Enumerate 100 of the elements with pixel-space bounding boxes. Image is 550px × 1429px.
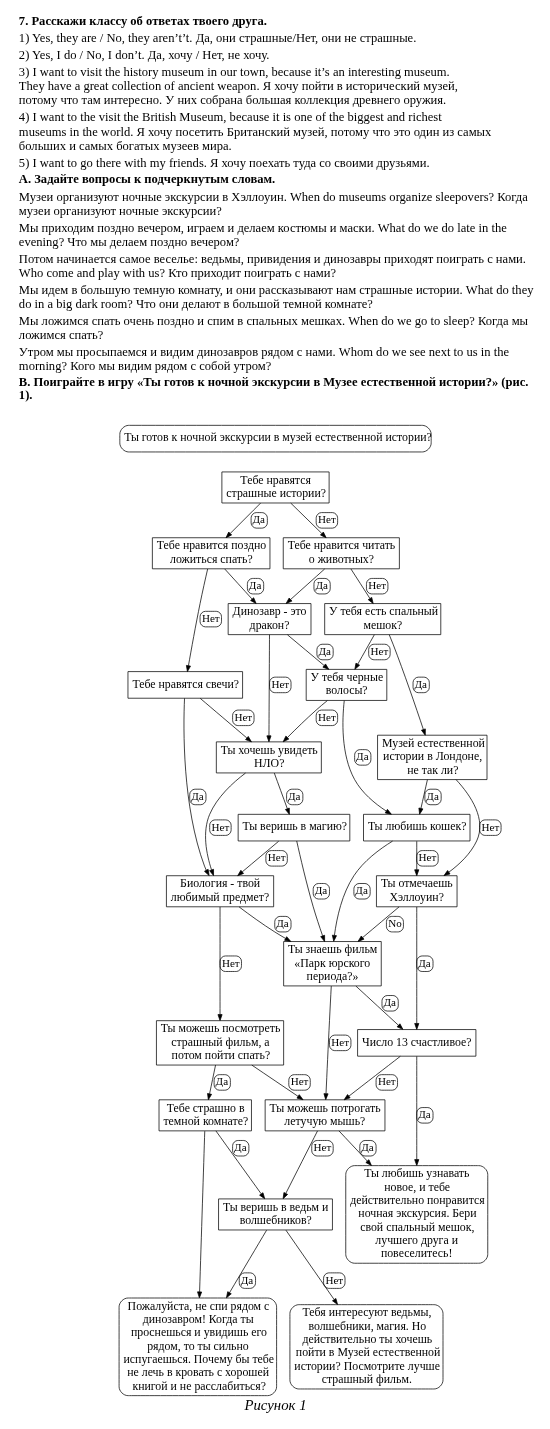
arrow [206,1064,216,1101]
arrow [238,906,291,942]
arrow [413,1056,419,1166]
node-box: Тебе нравится поздно ложиться спать? [151,537,270,570]
node-box: Пожалуйста, не спи рядом с динозавром! Когда ты проснешься и увидишь его рядом, то ты сильно испугаешься. Почему бы тебе не лечь в кровать с хорошей книгой и не расслабиться? [118,1297,277,1396]
arrow [273,772,290,815]
node-box: Ты можешь посмотреть страшный фильм, а потом пойти спать? [155,1020,284,1066]
node-box: Ты веришь в ведьм и волшебников? [217,1198,333,1231]
arrow [355,985,403,1030]
arrow [342,700,392,815]
edge-label: Да [414,677,427,690]
arrow [217,906,222,1021]
edge-label: Да [425,789,439,802]
edge-label: Нет [480,820,499,833]
edge-label: Нет [418,851,436,864]
edge-label: Да [215,1075,228,1088]
arrow [223,568,256,604]
edge-label: Да [275,917,289,930]
label: 5) I want to go there with my friends. Я хочу поехать туда со своими друзьями. [18,155,430,170]
arrow [282,700,328,743]
edge-label: Нет [290,1075,308,1088]
node-box: Ты веришь в магию? [237,813,350,842]
label: Мы ложимся спать очень поздно и спим в спальных мешках. When do we go to sleep? Когда мы ложимся спать? [18,313,528,342]
node-box: Ты любишь узнавать новое, и тебе действительно понравится ночная экскурсия. Бери свой спальный мешок, лучшего друга и повеселитесь! [344,1165,488,1264]
node-box: Тебе нравится читать о животных? [282,537,400,570]
arrow [286,634,329,670]
label: 3) I want to visit the history museum in our town, because it’s an interesting museum. They have a great collection of ancient weapon. Я хочу пойти в исторический музей, потому что там интересно. У них собрана большая коллекция древнего оружия. [18,65,458,108]
edge-label: Да [382,996,396,1009]
arrow [236,840,279,877]
arrow [338,1130,372,1166]
edge-label: Нет [317,710,336,723]
edge-label: Да [190,789,204,802]
edge-label: Нет [221,956,240,969]
edge-label: Нет [324,1273,343,1286]
arrow [443,779,480,876]
edge-label: Да [314,884,327,897]
arrow [285,1229,338,1305]
edge-label: Да [354,884,368,897]
label: Мы идем в большую темную комнату, и они рассказывают нам страшные истории. What do they do in a big dark room? Что они делают в большой темной комнате? [18,282,533,311]
edge-label: Да [314,579,328,592]
edge-label: Нет [201,612,220,625]
edge-label: Нет [317,513,336,526]
node-box: Динозавр - это дракон? [227,603,311,635]
node-box: Тебе нравятся свечи? [127,671,243,699]
arrow [266,634,271,743]
arrow [354,634,375,670]
arrow [185,568,208,672]
arrow [282,1130,318,1200]
node-box: Тебе страшно в темной комнате? [158,1099,252,1132]
arrow [413,840,419,877]
label: 2) Yes, I do / No, I don’t. Да, хочу / Нет, не хочу. [18,48,269,63]
node-box: У тебя черные волосы? [305,669,387,701]
arrow [388,634,426,736]
edge-label: Да [248,579,261,592]
arrow [350,568,374,604]
arrow [323,985,332,1100]
label: Мы приходим поздно вечером, играем и делаем костюмы и маски. What do we do late in the evening? Что мы делаем поздно вечером? [18,220,507,249]
edge-label: No [387,917,402,930]
node-box: Ты можешь потрогать летучую мышь? [264,1099,385,1132]
node-box: У тебя есть спальный мешок? [323,603,441,635]
arrow [343,1055,401,1101]
caption: Рисунок 1 [243,1396,307,1413]
arrow [196,1130,205,1299]
node-box: Ты любишь кошек? [362,813,470,842]
label: В. Поиграйте в игру «Ты готов к ночной экскурсии в Музее естественной истории?» (рис. 1). [18,375,529,402]
label: Утром мы просыпаемся и видим динозавров рядом с нами. Whom do we see next to us in the morning? Кого мы видим рядом с собой утром? [18,344,509,373]
edge-label: Нет [330,1035,349,1048]
edge-label: Да [287,789,301,802]
node-box: Биология - твой любимый предмет? [165,875,274,908]
edge-label: Да [417,956,431,969]
edge-label: Нет [233,710,252,723]
node-box: Ты знаешь фильм «Парк юрского периода?» [282,941,382,987]
label: 1) Yes, they are / No, they aren’t’t. Да, они страшные/Нет, они не страшные. [18,31,416,46]
node-box: Ты отмечаешь Хэллоуин? [375,875,457,908]
edge-label: Нет [367,579,386,592]
label: А. Задайте вопросы к подчеркнутым словам. [18,171,275,186]
arrow [225,1229,267,1299]
arrow [285,568,325,604]
arrow [204,772,246,876]
edge-label: Да [252,513,265,526]
arrow [418,779,428,815]
arrow [357,906,399,942]
label: 7. Расскажи классу об ответах твоего друга. [18,13,267,28]
arrow [295,840,325,942]
node-box: Ты хочешь увидеть НЛО? [215,741,322,774]
arrow [289,502,326,539]
arrow [250,1064,303,1101]
edge-label: Нет [270,677,289,690]
arrow [215,1130,265,1200]
edge-label: Нет [313,1141,331,1154]
edge-label: Нет [211,820,229,833]
node-box: Ты готов к ночной экскурсии в музей естественной истории? [118,424,432,453]
edge-label: Да [355,750,369,763]
arrow [199,698,252,743]
label: Потом начинается самое веселье: ведьмы, привидения и динозавры приходят поиграть с нами. Who come and play with us? Кто приходит поиграть с нами? [18,251,526,280]
edge-label: Да [233,1141,247,1154]
node-box: Число 13 счастливое? [356,1029,476,1057]
edge-label: Да [360,1141,374,1154]
arrow [413,906,419,1030]
edge-label: Да [240,1273,253,1286]
